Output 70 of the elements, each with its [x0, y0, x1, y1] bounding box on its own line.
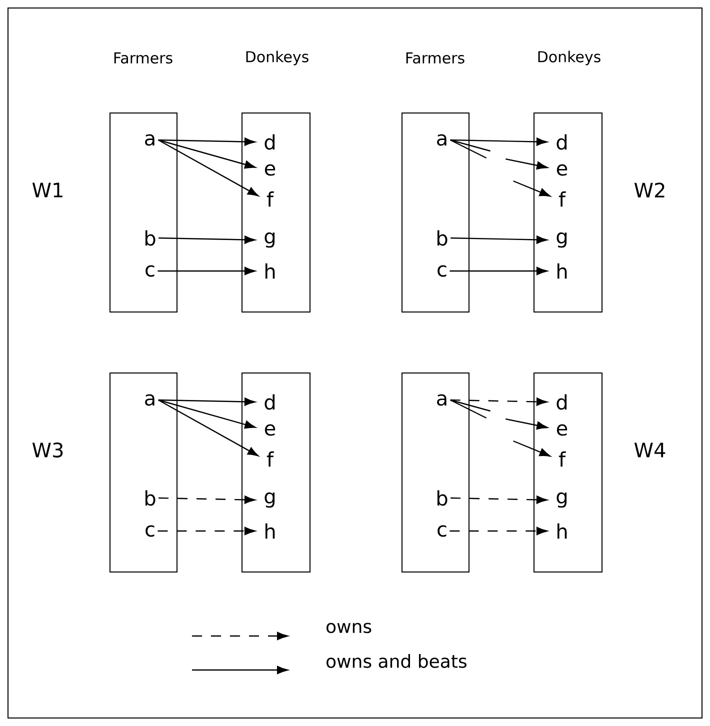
column-heading: Farmers	[114, 52, 172, 64]
arrow	[450, 398, 548, 406]
letter: d	[264, 134, 275, 150]
world-label: W1	[32, 182, 62, 198]
arrow	[513, 180, 550, 197]
arrow	[158, 399, 259, 456]
arrow	[450, 266, 548, 276]
column-box	[110, 372, 178, 572]
arrow	[450, 496, 548, 504]
letter: e	[556, 164, 568, 176]
column-heading: Donkeys	[246, 50, 308, 66]
letter: b	[145, 230, 156, 246]
letter: g	[556, 232, 567, 248]
arrow	[158, 139, 259, 196]
arrow	[158, 496, 256, 504]
letter: g	[264, 232, 275, 248]
arrow	[158, 236, 256, 244]
letter: a	[437, 134, 446, 146]
letter: e	[264, 424, 276, 436]
column-box	[110, 112, 178, 312]
letter: e	[556, 424, 568, 436]
arrow	[158, 138, 256, 146]
letter: c	[146, 265, 154, 277]
letter: a	[145, 134, 154, 146]
column-box	[534, 112, 602, 312]
letter: b	[145, 490, 156, 506]
letter: a	[145, 394, 154, 406]
letter: c	[438, 525, 446, 537]
letter: h	[557, 523, 567, 539]
letter: h	[557, 263, 567, 279]
world-label: W2	[634, 182, 664, 198]
letter: d	[556, 134, 567, 150]
letter: f	[266, 191, 274, 207]
arrow	[158, 526, 256, 536]
letter: g	[264, 492, 275, 508]
arrow	[158, 266, 256, 276]
letter: h	[265, 523, 275, 539]
letter: b	[437, 230, 448, 246]
letter: d	[264, 394, 275, 410]
world-label: W4	[634, 442, 666, 458]
arrow	[158, 139, 256, 169]
arrow	[506, 158, 548, 170]
arrow	[158, 398, 256, 406]
arrow	[450, 526, 548, 536]
arrow	[506, 418, 548, 430]
letter: a	[437, 394, 446, 406]
letter: f	[266, 451, 274, 467]
column-box	[242, 112, 310, 312]
letter: c	[146, 525, 154, 537]
letter: c	[438, 265, 446, 277]
letter: g	[556, 492, 567, 508]
letter: f	[558, 451, 566, 467]
legend-text: owns	[326, 622, 372, 634]
arrow	[450, 236, 548, 244]
arrow	[158, 399, 256, 429]
arrow	[513, 440, 550, 457]
letter: e	[264, 164, 276, 176]
letter: f	[558, 191, 566, 207]
letter: d	[556, 394, 567, 410]
legend-text: owns and beats	[326, 654, 466, 668]
column-box	[242, 372, 310, 572]
column-heading: Donkeys	[538, 50, 600, 66]
column-box	[402, 112, 470, 312]
letter: h	[265, 263, 275, 279]
arrow	[450, 138, 548, 146]
letter: b	[437, 490, 448, 506]
column-box	[402, 372, 470, 572]
column-box	[534, 372, 602, 572]
world-label: W3	[32, 442, 63, 458]
column-heading: Farmers	[406, 52, 464, 64]
